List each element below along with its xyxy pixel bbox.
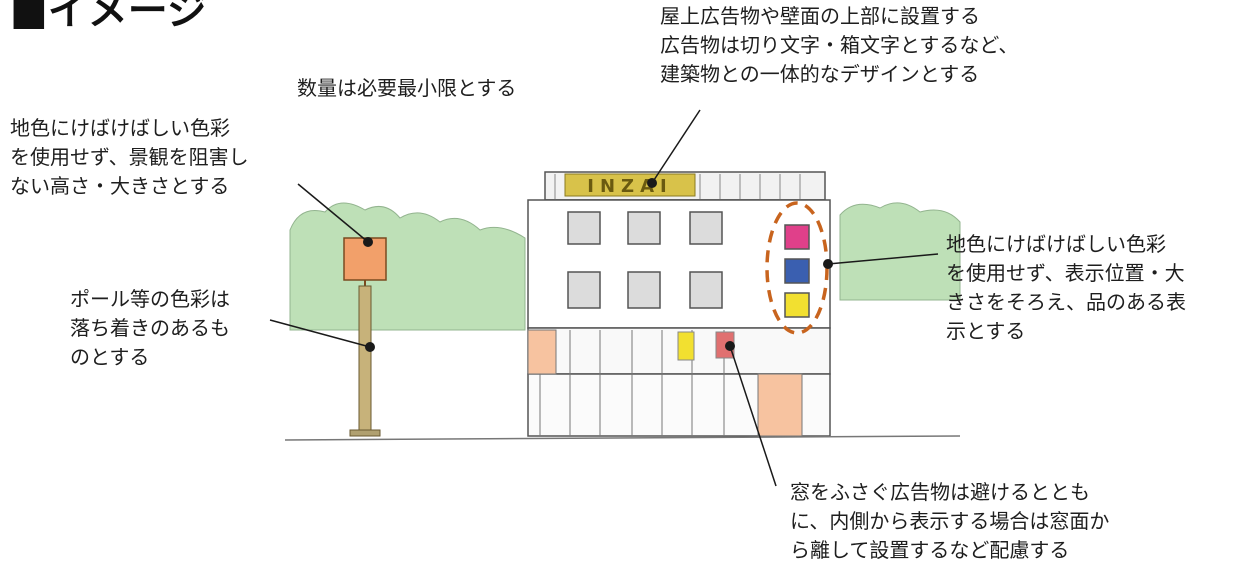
annotation-wall-signs: 地色にけばけばしい色彩 を使用せず、表示位置・大 きさをそろえ、品のある表 示と… xyxy=(946,230,1186,346)
annotation-line: ら離して設置するなど配慮する xyxy=(790,538,1070,562)
annotation-line: 地色にけばけばしい色彩 xyxy=(10,116,230,140)
annotation-line: 示とする xyxy=(946,319,1026,343)
annotation-line: 数量は必要最小限とする xyxy=(297,76,517,100)
annotation-pole-sign: 地色にけばけばしい色彩 を使用せず、景観を阻害し ない高さ・大きさとする xyxy=(10,114,249,201)
leader-dots xyxy=(363,178,833,352)
annotation-windows: 窓をふさぐ広告物は避けるととも に、内側から表示する場合は窓面か ら離して設置す… xyxy=(790,478,1109,565)
rooftop-sign-text: INZAI xyxy=(587,176,672,197)
annotation-line: を使用せず、景観を阻害し xyxy=(10,145,249,169)
annotation-quantity: 数量は必要最小限とする xyxy=(297,74,516,103)
upper-windows xyxy=(567,211,723,309)
leader-lines xyxy=(269,109,939,487)
annotation-line: ない高さ・大きさとする xyxy=(10,174,230,198)
tree-foliage xyxy=(289,202,961,331)
annotation-pole-color: ポール等の色彩は 落ち着きのあるも のとする xyxy=(70,285,230,372)
wall-sign-yellow xyxy=(784,292,810,318)
annotation-line: ポール等の色彩は xyxy=(70,287,230,311)
ground-floor-panels xyxy=(527,329,803,437)
rooftop-sign xyxy=(564,173,696,197)
window-poster-yellow xyxy=(677,331,695,361)
pole-sign xyxy=(343,237,387,437)
wall-sign-blue xyxy=(784,258,810,284)
annotation-line: を使用せず、表示位置・大 xyxy=(946,261,1185,285)
annotation-line: のとする xyxy=(70,345,150,369)
annotation-line: 落ち着きのあるも xyxy=(70,316,230,340)
annotation-line: 屋上広告物や壁面の上部に設置する xyxy=(660,4,980,28)
annotation-line: 建築物との一体的なデザインとする xyxy=(660,62,980,86)
ground-line xyxy=(284,435,961,441)
wall-sign-pink xyxy=(784,224,810,250)
annotation-line: 窓をふさぐ広告物は避けるととも xyxy=(790,480,1090,504)
annotation-line: に、内側から表示する場合は窓面か xyxy=(790,509,1110,533)
wall-signs xyxy=(784,224,810,318)
annotation-line: 地色にけばけばしい色彩 xyxy=(946,232,1166,256)
page-heading: ■イメージ xyxy=(10,0,207,34)
annotation-line: きさをそろえ、品のある表 xyxy=(946,290,1186,314)
annotation-line: 広告物は切り文字・箱文字とするなど、 xyxy=(660,33,1019,57)
annotation-rooftop-sign: 屋上広告物や壁面の上部に設置する 広告物は切り文字・箱文字とするなど、 建築物と… xyxy=(660,2,1018,89)
